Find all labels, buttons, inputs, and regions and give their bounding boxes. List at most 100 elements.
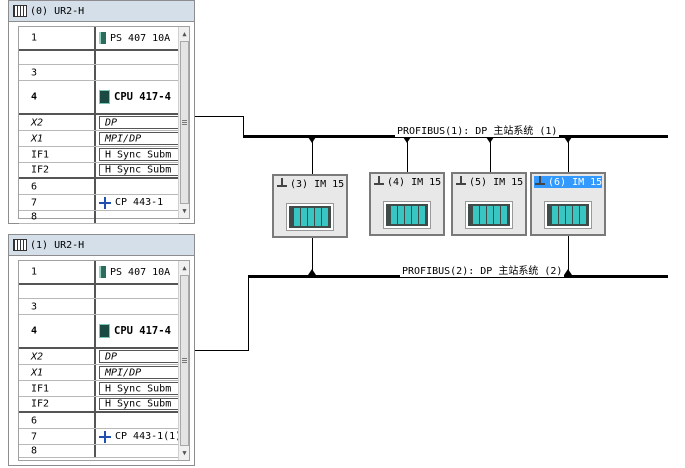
slot-number: 7 — [31, 431, 38, 442]
slot-number: IF2 — [31, 398, 50, 410]
profibus-1-label: PROFIBUS(1): DP 主站系统 (1) — [395, 122, 560, 137]
scroll-thumb[interactable] — [180, 275, 189, 446]
module-cell[interactable]: H Sync Subm — [105, 383, 171, 394]
dp-slave-5[interactable]: (5) IM 15 — [451, 172, 527, 236]
rack-slot-row[interactable]: IF2 H Sync Subm — [19, 397, 183, 413]
scroll-up-arrow-icon[interactable]: ▲ — [182, 264, 187, 272]
rack-slot-row[interactable]: 8 — [19, 445, 179, 458]
submodule-frame — [99, 350, 183, 363]
rack-slot-row[interactable]: IF1 H Sync Subm — [19, 381, 183, 397]
module-name: H Sync Subm — [105, 164, 172, 176]
rack-slot-row[interactable]: 6 — [19, 179, 179, 195]
dp-slave-icon — [455, 176, 467, 188]
dp-slave-3[interactable]: (3) IM 15 — [272, 174, 348, 238]
profibus-2-label: PROFIBUS(2): DP 主站系统 (2) — [400, 262, 565, 277]
io-station-image — [544, 201, 592, 229]
io-module-card — [419, 206, 425, 224]
slot-separator — [94, 315, 96, 347]
slot-separator — [94, 163, 96, 177]
submodule-frame — [99, 366, 183, 379]
bus-drop-line — [568, 137, 569, 173]
rack-slot-row[interactable]: 1 PS 407 10A — [19, 261, 179, 285]
rack-slot-row[interactable]: X1 MPI/DP — [19, 365, 183, 381]
rack-slot-row[interactable]: X2 DP — [19, 349, 183, 365]
rack-1-titlebar[interactable]: (1) UR2-H — [9, 235, 194, 256]
io-module-card — [473, 206, 479, 224]
rack-slot-row[interactable] — [19, 51, 179, 65]
module-cell[interactable]: H Sync Subm — [105, 149, 171, 160]
vertical-scrollbar[interactable]: ▲▼ — [178, 27, 189, 218]
rack-0-title: (0) UR2-H — [30, 5, 85, 17]
bus-drop-line — [568, 236, 569, 275]
io-module-card — [315, 208, 321, 226]
network-cp-icon — [99, 430, 111, 443]
vertical-scrollbar[interactable]: ▲▼ — [178, 261, 189, 460]
scroll-thumb[interactable] — [180, 41, 189, 204]
rack-slot-row[interactable]: 3 — [19, 65, 179, 81]
cpu-icon — [99, 324, 110, 338]
io-station-image — [383, 201, 431, 229]
module-cell[interactable]: CPU 417-4 — [99, 90, 171, 104]
slot-number: 6 — [31, 415, 38, 426]
rack-0-titlebar[interactable]: (0) UR2-H — [9, 1, 194, 22]
module-cell[interactable]: MPI/DP — [105, 367, 141, 378]
slot-number: X2 — [31, 351, 44, 362]
rack-slot-row[interactable]: 7 CP 443-1(1) — [19, 429, 181, 445]
dp-slave-label: (6) IM 15 — [548, 176, 603, 188]
scroll-up-arrow-icon[interactable]: ▲ — [182, 30, 187, 38]
slot-number: 3 — [31, 67, 38, 78]
io-module-card — [294, 208, 300, 226]
bus-node-icon — [564, 137, 572, 145]
cpu-icon — [99, 90, 110, 104]
module-name: PS 407 10A — [110, 266, 171, 278]
module-cell[interactable]: CPU 417-4 — [99, 324, 171, 338]
dp-slave-icon — [276, 178, 288, 190]
scroll-down-arrow-icon[interactable]: ▼ — [182, 449, 187, 457]
slot-separator — [94, 51, 96, 64]
slot-number: IF1 — [31, 383, 50, 394]
io-module-card — [494, 206, 500, 224]
slot-number: 4 — [31, 91, 38, 103]
rack-slot-row[interactable]: 6 — [19, 413, 179, 429]
module-cell[interactable]: PS 407 10A — [99, 32, 170, 44]
io-module-card — [480, 206, 486, 224]
module-name: CPU 417-4 — [114, 325, 171, 337]
rack-slot-row[interactable]: 4 CPU 417-4 — [19, 81, 179, 115]
rack-slot-row[interactable] — [19, 285, 179, 299]
rack-slot-row[interactable]: 3 — [19, 299, 179, 315]
scroll-down-arrow-icon[interactable]: ▼ — [182, 207, 187, 215]
module-cell[interactable]: CP 443-1 — [99, 196, 163, 209]
dp-slave-caption: (6) IM 15 — [534, 176, 603, 188]
module-cell[interactable]: DP — [105, 117, 117, 128]
bus-drop-line — [407, 137, 408, 173]
module-cell[interactable]: CP 443-1(1) — [99, 430, 181, 443]
scroll-grip-icon — [182, 119, 187, 125]
module-cell[interactable]: H Sync Subm — [105, 399, 171, 410]
module-name: H Sync Subm — [105, 149, 172, 160]
module-cell[interactable]: PS 407 10A — [99, 266, 170, 278]
slot-number: 8 — [31, 445, 38, 457]
dp-slave-4[interactable]: (4) IM 15 — [369, 172, 445, 236]
dp-slave-caption: (3) IM 15 — [276, 178, 344, 190]
slot-number: 1 — [31, 266, 38, 278]
module-cell[interactable]: MPI/DP — [105, 133, 141, 144]
module-cell[interactable]: H Sync Subm — [105, 165, 171, 176]
slot-separator — [94, 211, 96, 223]
slot-separator — [94, 195, 96, 210]
module-cell[interactable]: DP — [105, 351, 117, 362]
io-station-image — [465, 201, 513, 229]
slot-separator — [94, 299, 96, 314]
dp-slave-6[interactable]: (6) IM 15 — [530, 172, 606, 236]
rack-slot-row[interactable]: 8 — [19, 211, 179, 224]
slot-number: X1 — [31, 367, 44, 378]
